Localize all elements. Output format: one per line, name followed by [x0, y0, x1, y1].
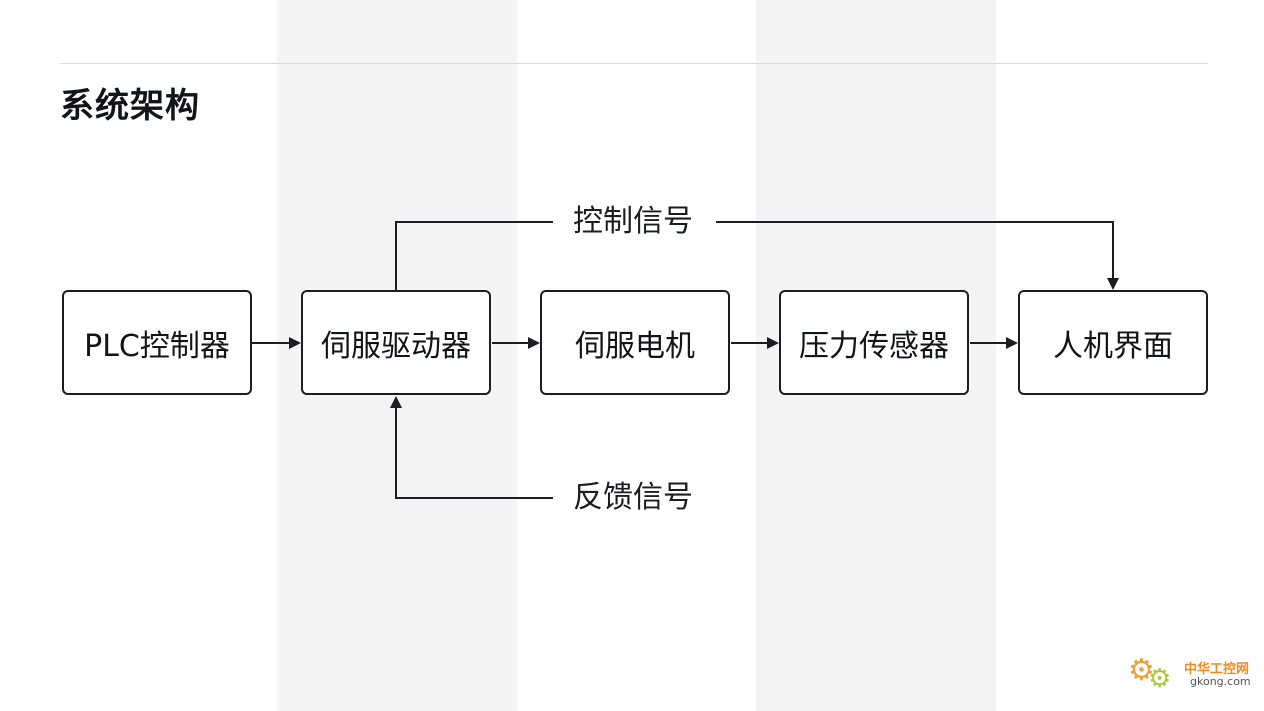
gear-icon: ⚙	[1128, 653, 1155, 688]
node-hmi: 人机界面	[1018, 290, 1208, 395]
node-servo-motor: 伺服电机	[540, 290, 730, 395]
logo-name: 中华工控网	[1184, 662, 1250, 677]
page-title: 系统架构	[60, 86, 200, 126]
feedback-signal-line	[390, 396, 553, 499]
node-plc-controller: PLC控制器	[62, 290, 252, 395]
feedback-signal-label: 反馈信号	[573, 480, 693, 515]
node-servo-driver: 伺服驱动器	[301, 290, 491, 395]
watermark-logo: ⚙ ⚙ 中华工控网 gkong.com	[1128, 652, 1254, 698]
control-signal-line-left	[395, 221, 553, 290]
top-divider	[60, 63, 1208, 64]
control-signal-line-right	[716, 221, 1119, 290]
control-signal-label: 控制信号	[573, 204, 693, 239]
gear-icon: ⚙	[1148, 664, 1172, 694]
node-pressure-sensor: 压力传感器	[779, 290, 969, 395]
logo-url: gkong.com	[1190, 675, 1251, 688]
